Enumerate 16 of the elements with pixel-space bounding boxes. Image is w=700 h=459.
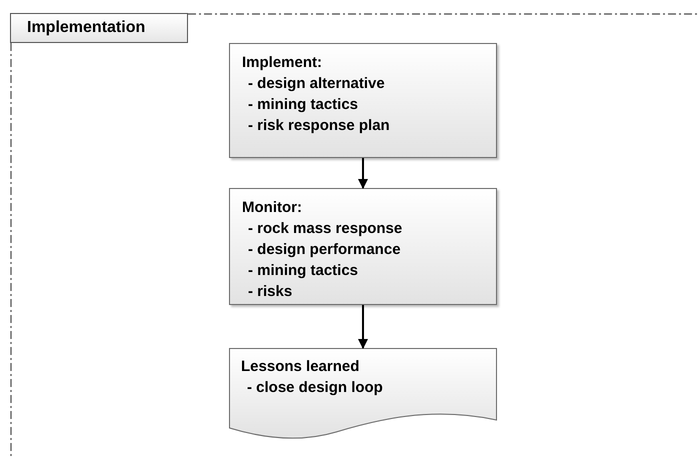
list-item: - rock mass response [247, 219, 402, 239]
process-box [229, 43, 497, 158]
process-box [229, 188, 497, 305]
list-item: - close design loop [246, 378, 383, 398]
box-heading: Lessons learned [241, 357, 360, 377]
list-item: - risk response plan [247, 116, 390, 136]
lane-tab: Implementation [10, 13, 188, 43]
list-item: - design performance [247, 240, 401, 260]
arrow [358, 158, 368, 189]
list-item: - risks [247, 282, 292, 302]
list-item: - design alternative [247, 74, 385, 94]
arrow [358, 305, 368, 349]
list-item: - mining tactics [247, 95, 358, 115]
box-heading: Monitor: [242, 198, 302, 218]
box-heading: Implement: [242, 53, 322, 73]
list-item: - mining tactics [247, 261, 358, 281]
